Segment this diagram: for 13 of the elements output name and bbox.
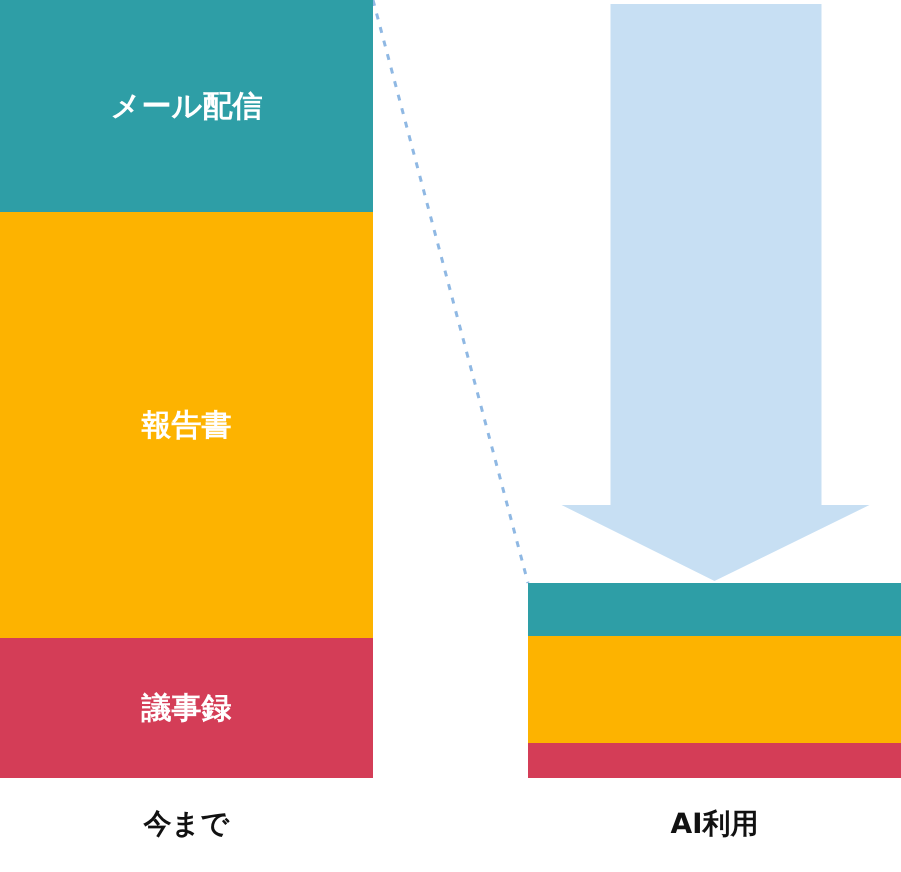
bar-segment bbox=[0, 638, 373, 778]
bar-caption: AI利用 bbox=[669, 806, 760, 842]
dotted-connector-line bbox=[372, 0, 530, 584]
segment-label: 報告書 bbox=[142, 406, 232, 444]
block-arrow bbox=[562, 4, 870, 581]
bar-segment bbox=[528, 583, 901, 636]
bar-segment bbox=[0, 0, 373, 212]
bar-caption: 今まで bbox=[142, 806, 230, 842]
bar-segment bbox=[528, 636, 901, 743]
segment-label: メール配信 bbox=[110, 88, 262, 126]
bar-segment bbox=[528, 743, 901, 778]
segment-label: 議事録 bbox=[142, 690, 232, 728]
bar-segment bbox=[0, 212, 373, 638]
